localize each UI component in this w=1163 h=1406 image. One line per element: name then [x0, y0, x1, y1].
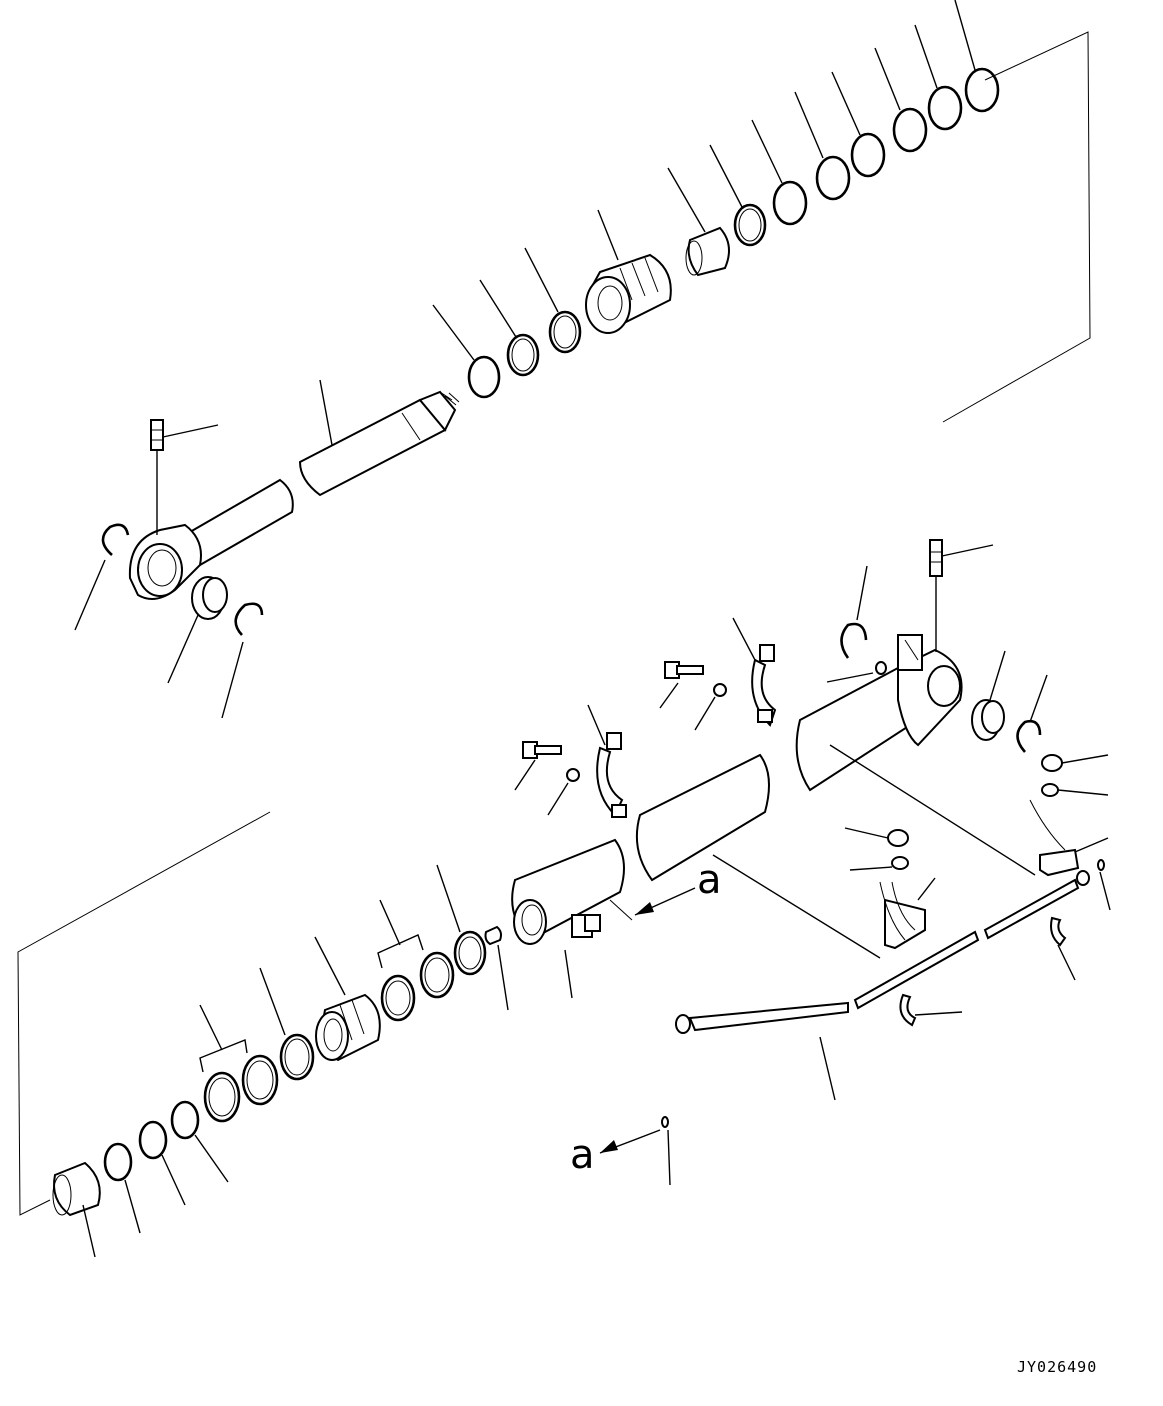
wear-ring-upper — [667, 0, 1000, 277]
hose-pipe — [661, 744, 1111, 1186]
piston-upper — [585, 209, 672, 334]
callout-arrow-lower: a — [570, 1129, 661, 1178]
snap-ring-upper-right — [221, 602, 264, 719]
ring-pair-upper — [377, 864, 509, 1022]
piston-rod — [128, 390, 460, 600]
cylinder-tube — [511, 634, 963, 945]
callout-letter-lower: a — [570, 1132, 595, 1178]
bushing-lower — [971, 650, 1048, 753]
grease-fitting-lower — [929, 539, 994, 652]
clamp-lower — [587, 704, 627, 818]
callout-letter-upper: a — [697, 857, 722, 903]
snap-ring-upper-left — [74, 523, 130, 631]
ring-bottom-1 — [103, 1100, 229, 1234]
ring-set-upper — [432, 247, 582, 399]
snap-ring-lower-top — [826, 565, 887, 683]
clamp-upper — [732, 617, 777, 727]
bushing-bottom — [52, 1161, 101, 1258]
drawing-code: JY026490 — [1017, 1358, 1097, 1376]
bolt-upper — [659, 661, 727, 731]
piston-lower — [314, 936, 381, 1062]
piston-rod-assembly — [74, 0, 1091, 719]
ring-pair-lower — [199, 967, 315, 1123]
port-fitting — [564, 914, 601, 999]
piston-seal-set — [17, 811, 509, 1258]
bracket-mid — [844, 827, 963, 1027]
bushing-upper — [167, 576, 228, 684]
bolt-lower — [514, 741, 580, 816]
cylinder-tube-assembly: a a — [511, 539, 1111, 1186]
bracket-right — [1029, 754, 1109, 981]
grease-fitting-upper — [150, 419, 219, 535]
callout-arrow-upper: a — [609, 857, 722, 921]
